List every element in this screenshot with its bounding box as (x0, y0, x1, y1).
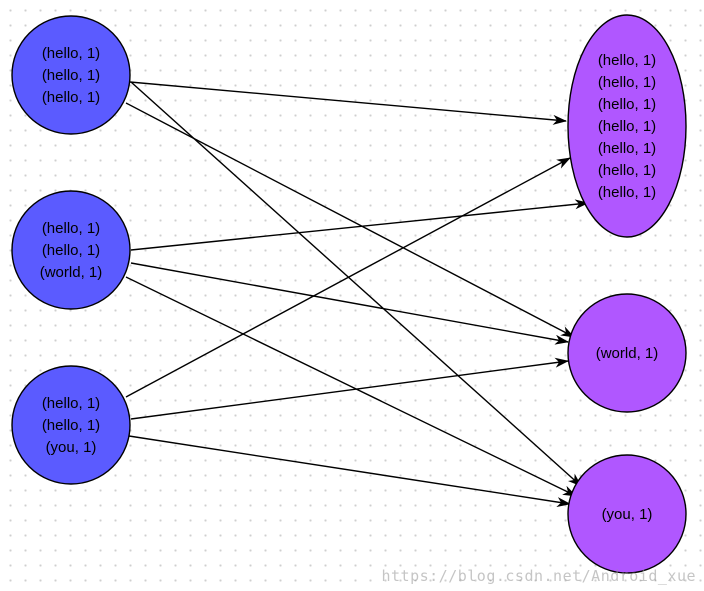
target-node-2: (world, 1) (567, 293, 687, 413)
node-label-line: (world, 1) (40, 264, 103, 281)
edge-s1-t3 (130, 81, 582, 487)
node-label-line: (hello, 1) (598, 162, 656, 179)
target-node-shape (567, 454, 687, 574)
source-node-2: (hello, 1) (hello, 1) (world, 1) (11, 190, 131, 310)
edge-s3-t2 (130, 357, 569, 420)
node-label-line: (world, 1) (596, 345, 659, 362)
node-label-line: (hello, 1) (598, 52, 656, 69)
edge-s3-t3 (128, 435, 571, 507)
node-label-line: (hello, 1) (42, 242, 100, 259)
edge-s2-t3 (125, 276, 577, 497)
source-node-1: (hello, 1) (hello, 1) (hello, 1) (11, 15, 131, 135)
node-label-line: (hello, 1) (42, 89, 100, 106)
node-label-line: (hello, 1) (42, 395, 100, 412)
edge-s1-t2 (125, 102, 575, 338)
node-label-line: (hello, 1) (598, 184, 656, 201)
nodes: (hello, 1)(hello, 1)(hello, 1)(hello, 1)… (11, 14, 687, 574)
source-node-shape (11, 365, 131, 485)
node-label-line: (hello, 1) (598, 140, 656, 157)
source-node-shape (11, 15, 131, 135)
target-node-1: (hello, 1) (hello, 1) (hello, 1) (hello, 1)… (567, 14, 687, 238)
node-label-line: (hello, 1) (42, 417, 100, 434)
node-label-line: (you, 1) (602, 506, 653, 523)
edge-s2-t1 (130, 199, 589, 251)
target-node-shape (567, 293, 687, 413)
node-label-line: (hello, 1) (42, 67, 100, 84)
target-node-shape (567, 14, 687, 238)
target-node-3: (you, 1) (567, 454, 687, 574)
node-label-line: (hello, 1) (598, 74, 656, 91)
edge-s3-t1 (125, 157, 571, 398)
edges (125, 81, 589, 507)
source-node-shape (11, 190, 131, 310)
node-label-line: (hello, 1) (598, 96, 656, 113)
node-label-line: (hello, 1) (42, 220, 100, 237)
edge-s2-t2 (130, 262, 569, 345)
node-label-line: (hello, 1) (598, 118, 656, 135)
edge-s1-t1 (129, 81, 567, 125)
node-label-line: (you, 1) (46, 439, 97, 456)
watermark-text: https://blog.csdn.net/Android_xue (381, 567, 696, 585)
source-node-3: (hello, 1) (hello, 1) (you, 1) (11, 365, 131, 485)
node-label-line: (hello, 1) (42, 45, 100, 62)
